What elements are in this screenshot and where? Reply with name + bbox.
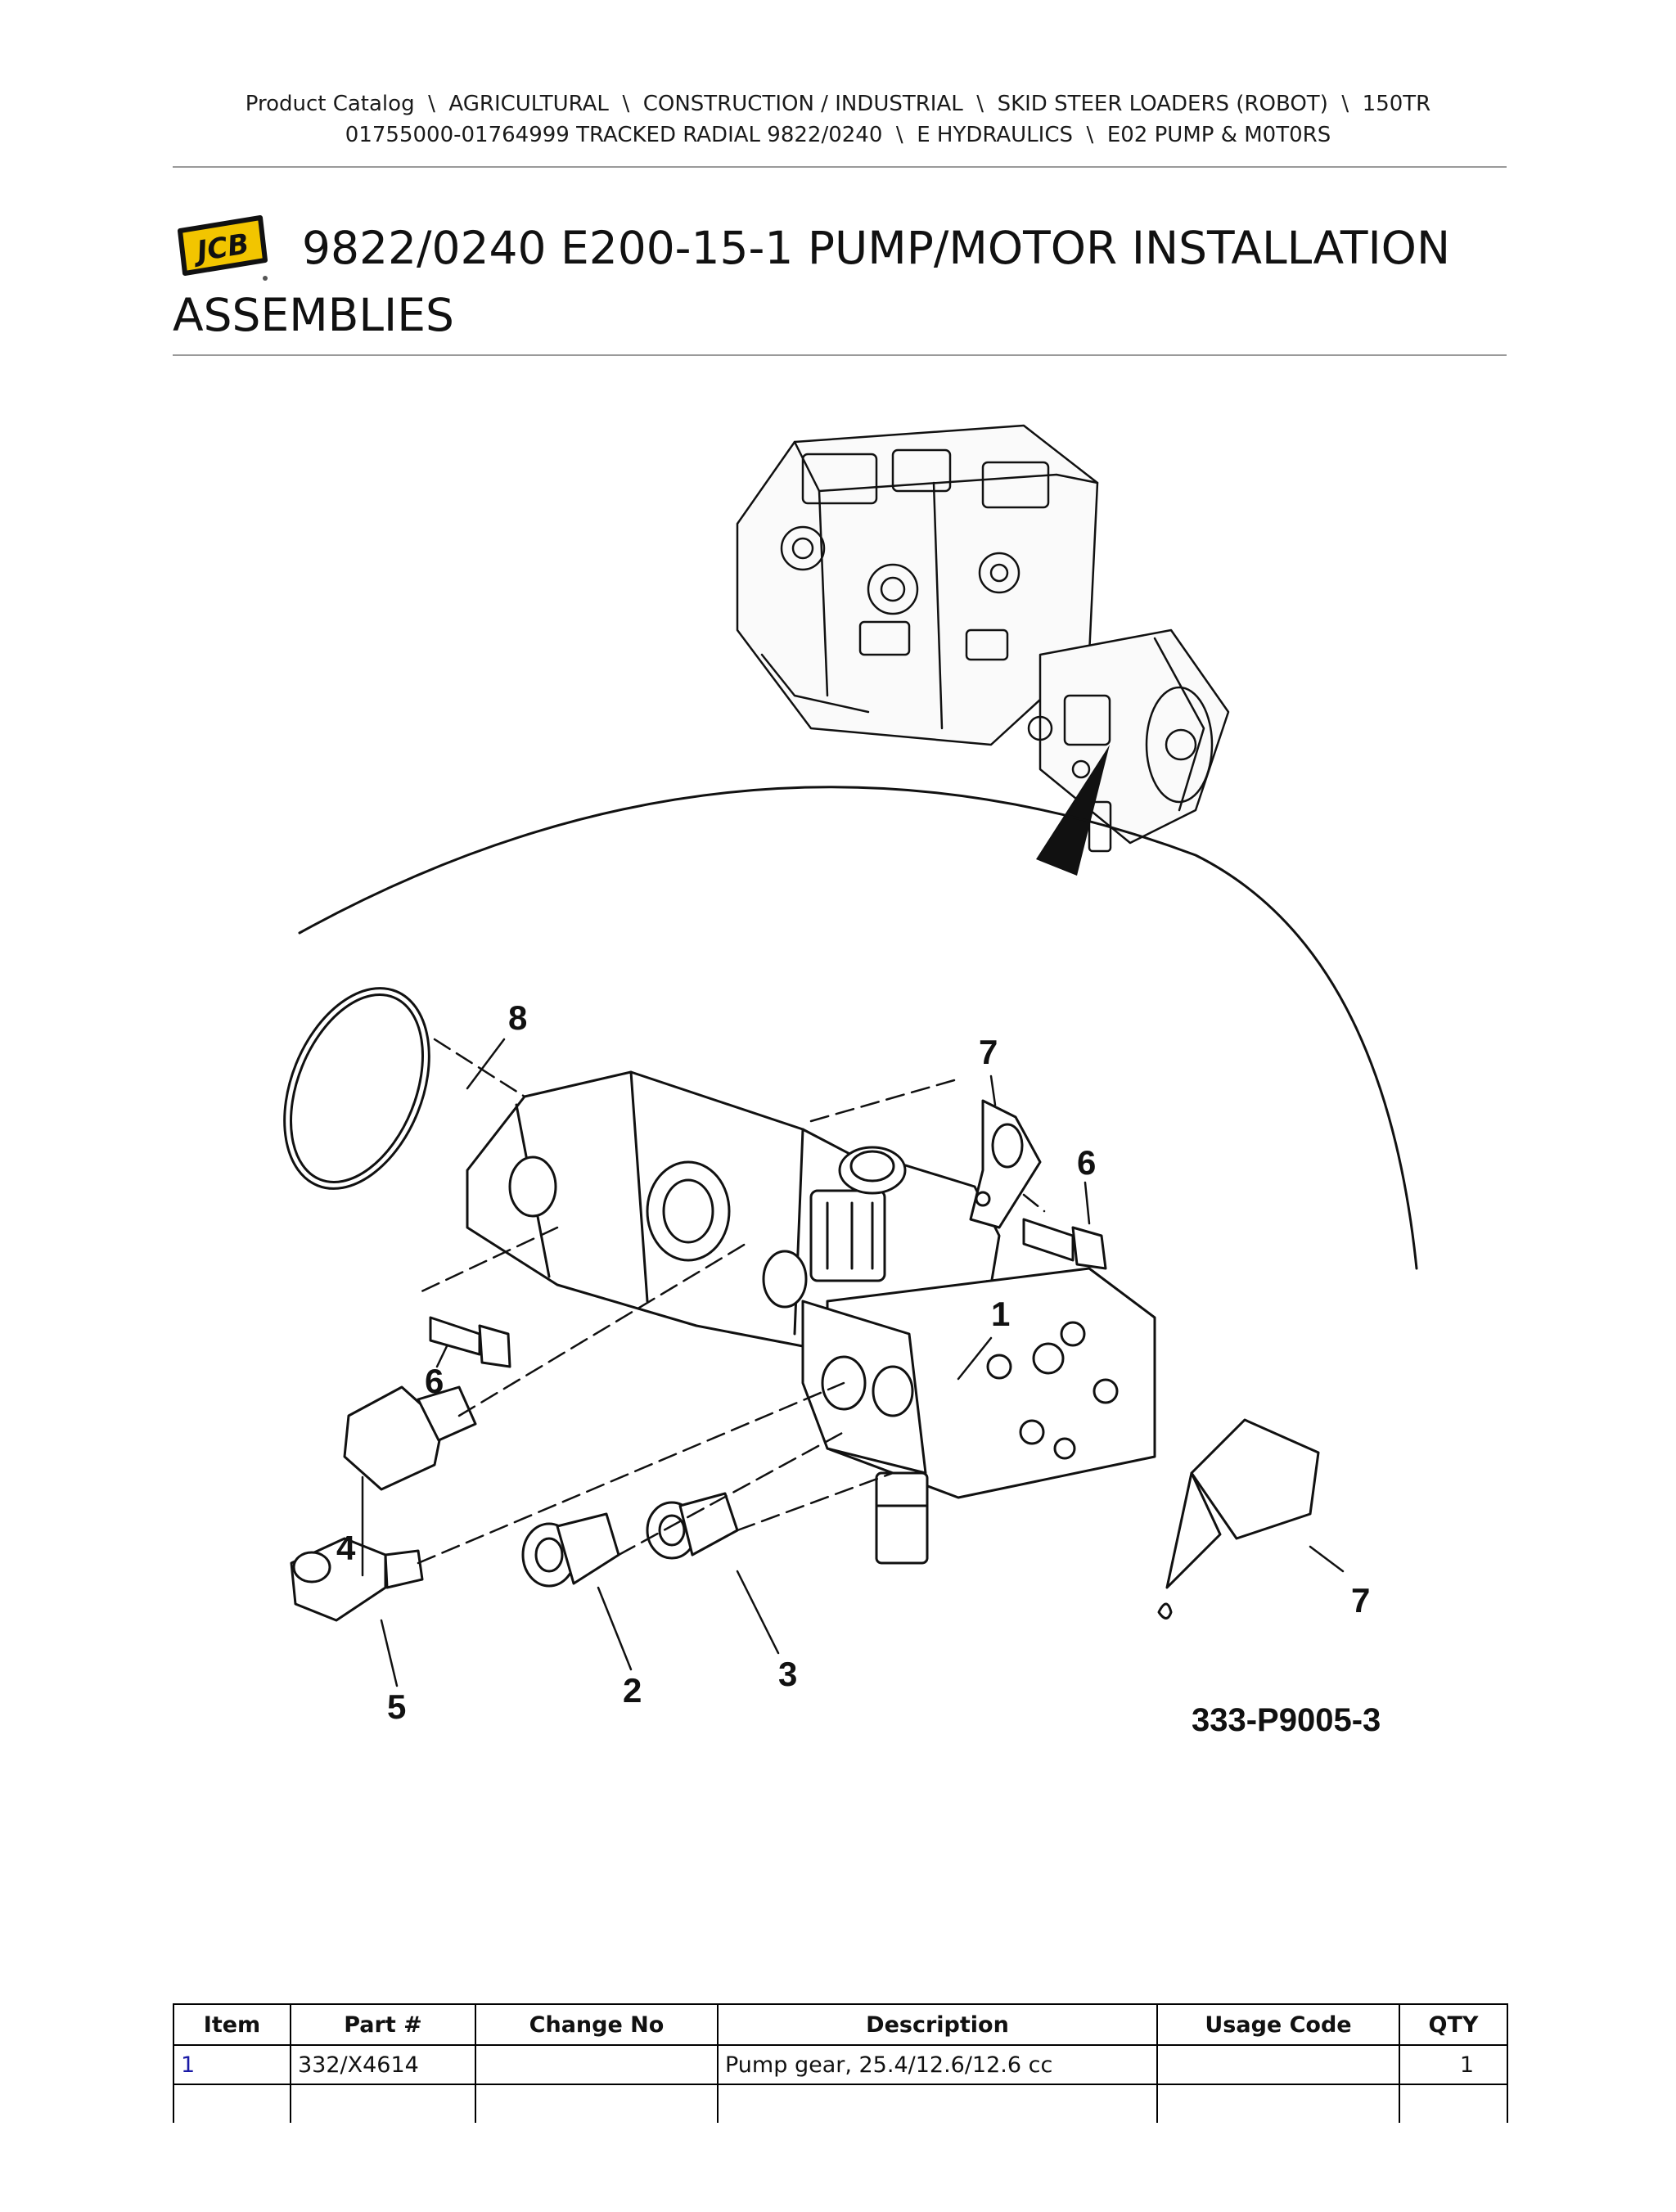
breadcrumb-line-2: 01755000-01764999 TRACKED RADIAL 9822/02… (0, 119, 1676, 151)
part-4-elbow-fitting (343, 1385, 477, 1491)
breadcrumb-e02-pump-motors[interactable]: E02 PUMP & M0T0RS (1106, 123, 1331, 147)
breadcrumb-150tr[interactable]: 150TR (1362, 92, 1431, 116)
breadcrumb-product-catalog[interactable]: Product Catalog (245, 92, 415, 116)
title-divider (173, 354, 1507, 356)
part-6-bolt-upper (1022, 1218, 1107, 1270)
cell-usage-code (1156, 2044, 1400, 2084)
part-1-pump-gear (466, 1070, 1156, 1565)
zoom-pointer (1036, 745, 1110, 876)
cell-item: 1 (173, 2044, 291, 2084)
breadcrumb-serial-range[interactable]: 01755000-01764999 TRACKED RADIAL 9822/02… (345, 123, 883, 147)
breadcrumb-separator: \ (1341, 92, 1349, 116)
callout-6-lower: 6 (425, 1362, 444, 1400)
column-header-change-no: Change No (475, 2003, 719, 2046)
part-6-bolt-lower (429, 1316, 511, 1368)
column-header-qty: QTY (1399, 2003, 1508, 2046)
part-7-sealant (1157, 1418, 1320, 1620)
breadcrumb-separator: \ (428, 92, 435, 116)
assembly-lines (417, 1038, 1046, 1565)
breadcrumb-agricultural[interactable]: AGRICULTURAL (448, 92, 609, 116)
header-divider (173, 166, 1507, 168)
parts-table: Item Part # Change No Description Usage … (173, 2003, 1508, 2123)
exploded-parts-diagram: 8 7 6 1 6 4 5 2 3 7 333-P9005-3 (283, 424, 1418, 1738)
breadcrumb-line-1: Product Catalog \ AGRICULTURAL \ CONSTRU… (0, 88, 1676, 119)
part-9-o-ring (283, 987, 430, 1190)
column-header-part: Part # (290, 2003, 476, 2046)
cell-part-number: 332/X4614 (290, 2044, 476, 2084)
overview-pump-assembly (736, 424, 1230, 853)
callout-6-upper: 6 (1077, 1143, 1096, 1182)
part-8-plate (969, 1099, 1042, 1229)
cell-qty: 1 (1399, 2044, 1508, 2084)
detail-arc (298, 786, 1418, 1270)
column-header-description: Description (717, 2003, 1158, 2046)
table-row-empty (173, 2084, 1508, 2123)
callout-9: 8 (508, 998, 527, 1037)
breadcrumb-separator: \ (1086, 123, 1094, 147)
page-title-line-2: ASSEMBLIES (173, 289, 454, 341)
callout-7: 7 (1351, 1581, 1370, 1620)
column-header-item: Item (173, 2003, 291, 2046)
diagram-code: 333-P9005-3 (1192, 1702, 1381, 1738)
item-link[interactable]: 1 (181, 2052, 196, 2078)
table-row: 1 332/X4614 Pump gear, 25.4/12.6/12.6 cc… (173, 2044, 1508, 2084)
breadcrumb-construction-industrial[interactable]: CONSTRUCTION / INDUSTRIAL (642, 92, 963, 116)
callout-4: 4 (336, 1529, 356, 1567)
leader-lines (361, 1038, 1345, 1687)
jcb-logo: JCB (178, 215, 268, 281)
callout-1: 1 (991, 1295, 1010, 1333)
breadcrumb-separator: \ (895, 123, 903, 147)
part-3-connector (646, 1492, 739, 1560)
part-5-adapter (290, 1537, 424, 1622)
callout-5: 5 (387, 1687, 406, 1726)
part-2-connector (521, 1512, 620, 1588)
table-header-row: Item Part # Change No Description Usage … (173, 2003, 1508, 2046)
page-title-line-1: 9822/0240 E200-15-1 PUMP/MOTOR INSTALLAT… (302, 222, 1451, 274)
breadcrumb-skid-steer-loaders[interactable]: SKID STEER LOADERS (ROBOT) (997, 92, 1328, 116)
cell-description: Pump gear, 25.4/12.6/12.6 cc (717, 2044, 1158, 2084)
breadcrumb-e-hydraulics[interactable]: E HYDRAULICS (917, 123, 1073, 147)
breadcrumb-separator: \ (976, 92, 984, 116)
callout-3: 3 (778, 1655, 797, 1693)
breadcrumb: Product Catalog \ AGRICULTURAL \ CONSTRU… (0, 88, 1676, 151)
cell-change-no (475, 2044, 719, 2084)
breadcrumb-separator: \ (622, 92, 630, 116)
page-title: 9822/0240 E200-15-1 PUMP/MOTOR INSTALLAT… (173, 214, 1515, 349)
callout-2: 2 (623, 1671, 642, 1710)
callout-8: 7 (979, 1033, 998, 1071)
column-header-usage-code: Usage Code (1156, 2003, 1400, 2046)
